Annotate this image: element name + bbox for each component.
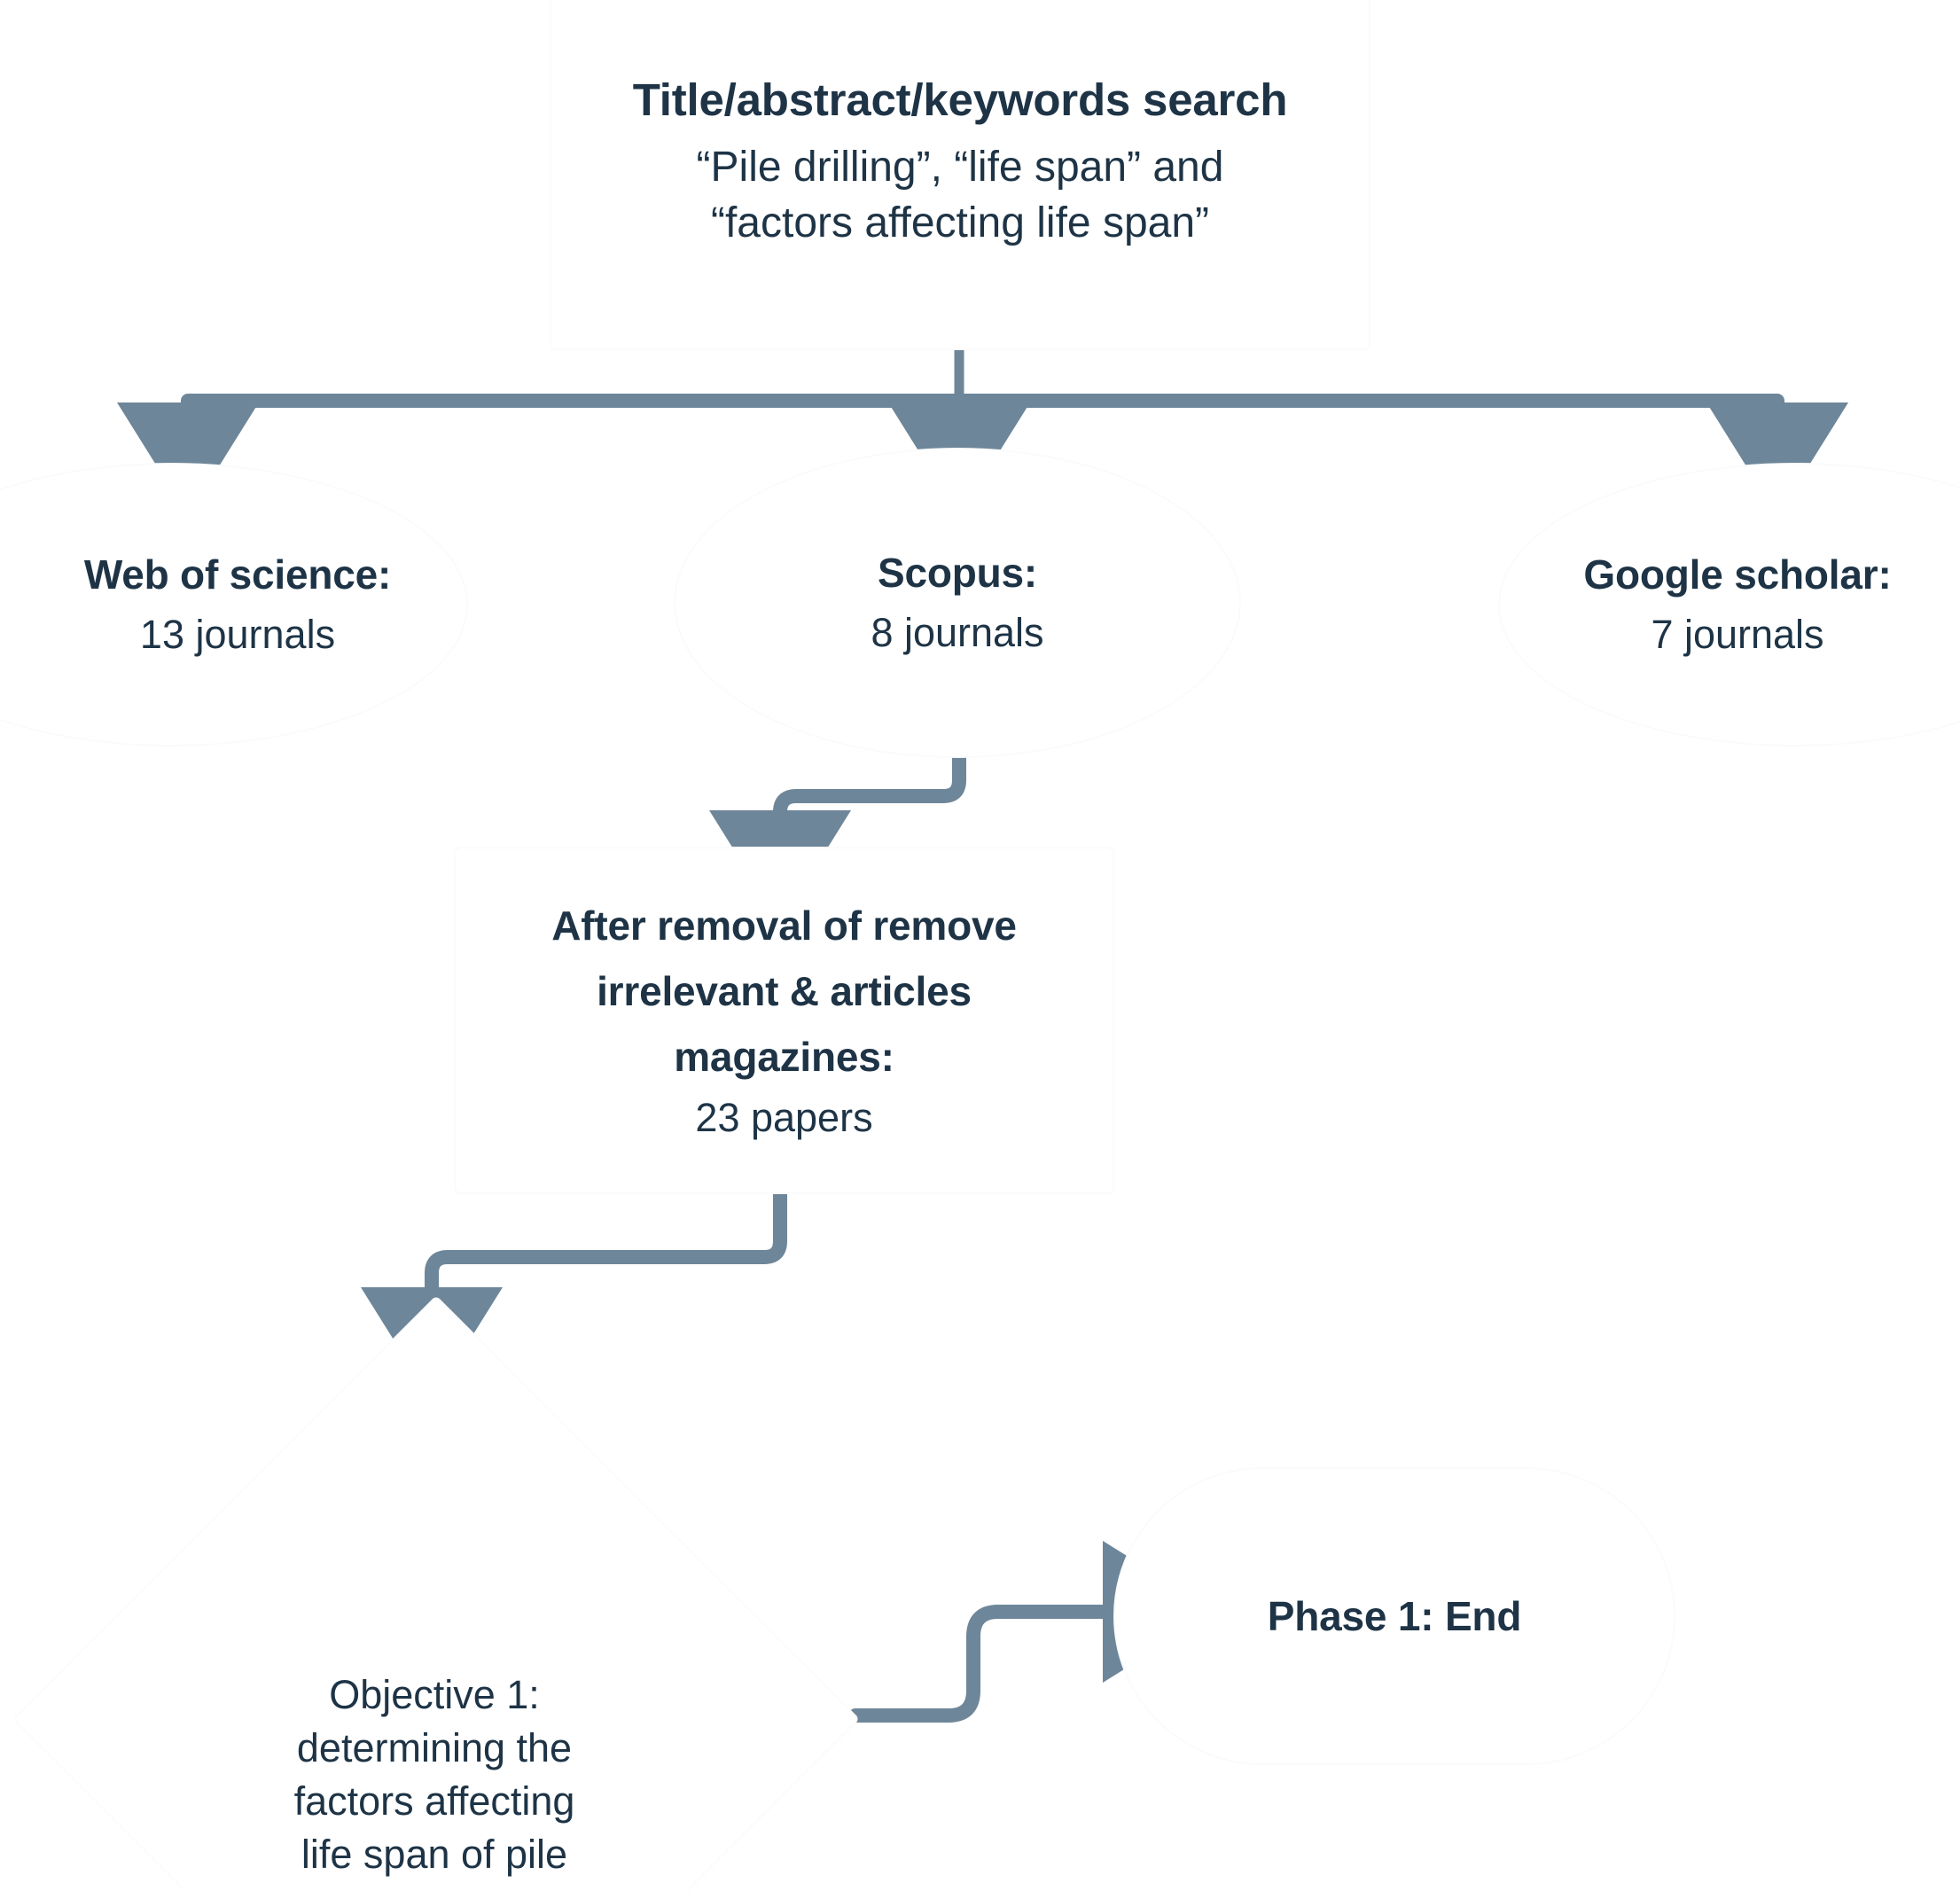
node-objective-1-line-3: factors affecting — [293, 1778, 575, 1824]
node-search-detail-line-1: “Pile drilling”, “life span” and — [696, 144, 1224, 191]
node-search-heading: Title/abstract/keywords search — [632, 74, 1288, 125]
node-after-removal-detail: 23 papers — [695, 1095, 873, 1141]
node-phase-1-end[interactable]: Phase 1: End — [1113, 1467, 1675, 1765]
node-search-detail-line-2: “factors affecting life span” — [710, 199, 1210, 246]
node-google-scholar[interactable]: Google scholar: 7 journals — [1498, 463, 1960, 746]
node-scopus-heading: Scopus: — [877, 550, 1038, 597]
node-search-box[interactable]: Title/abstract/keywords search “Pile dri… — [550, 0, 1370, 350]
node-after-removal-heading-line-3: magazines: — [674, 1033, 894, 1080]
node-phase-1-end-heading: Phase 1: End — [1267, 1593, 1522, 1639]
node-objective-1[interactable]: Objective 1: determining the factors aff… — [12, 1294, 861, 1891]
node-web-of-science-detail: 13 journals — [139, 611, 336, 657]
node-objective-1-line-2: determining the — [296, 1724, 573, 1770]
node-scopus-detail: 8 journals — [871, 609, 1044, 655]
node-web-of-science-heading: Web of science: — [83, 551, 392, 598]
node-objective-1-line-5: drilling machine — [296, 1880, 574, 1891]
edge-scopus-to-removal — [709, 742, 966, 924]
edge-search-to-sources — [117, 345, 1848, 516]
node-after-removal-heading-line-1: After removal of remove — [551, 903, 1017, 949]
node-after-removal[interactable]: After removal of remove irrelevant & art… — [454, 847, 1114, 1194]
node-google-scholar-heading: Google scholar: — [1583, 551, 1892, 598]
node-scopus[interactable]: Scopus: 8 journals — [674, 448, 1241, 758]
node-web-of-science[interactable]: Web of science: 13 journals — [0, 463, 468, 746]
edge-objective-to-phase-end — [848, 1541, 1216, 1723]
node-after-removal-heading-line-2: irrelevant & articles — [597, 967, 972, 1014]
edge-removal-to-objective — [361, 1187, 787, 1401]
node-objective-1-line-1: Objective 1: — [329, 1672, 540, 1717]
node-google-scholar-detail: 7 journals — [1651, 611, 1824, 657]
node-objective-1-line-4: life span of pile — [301, 1831, 568, 1877]
